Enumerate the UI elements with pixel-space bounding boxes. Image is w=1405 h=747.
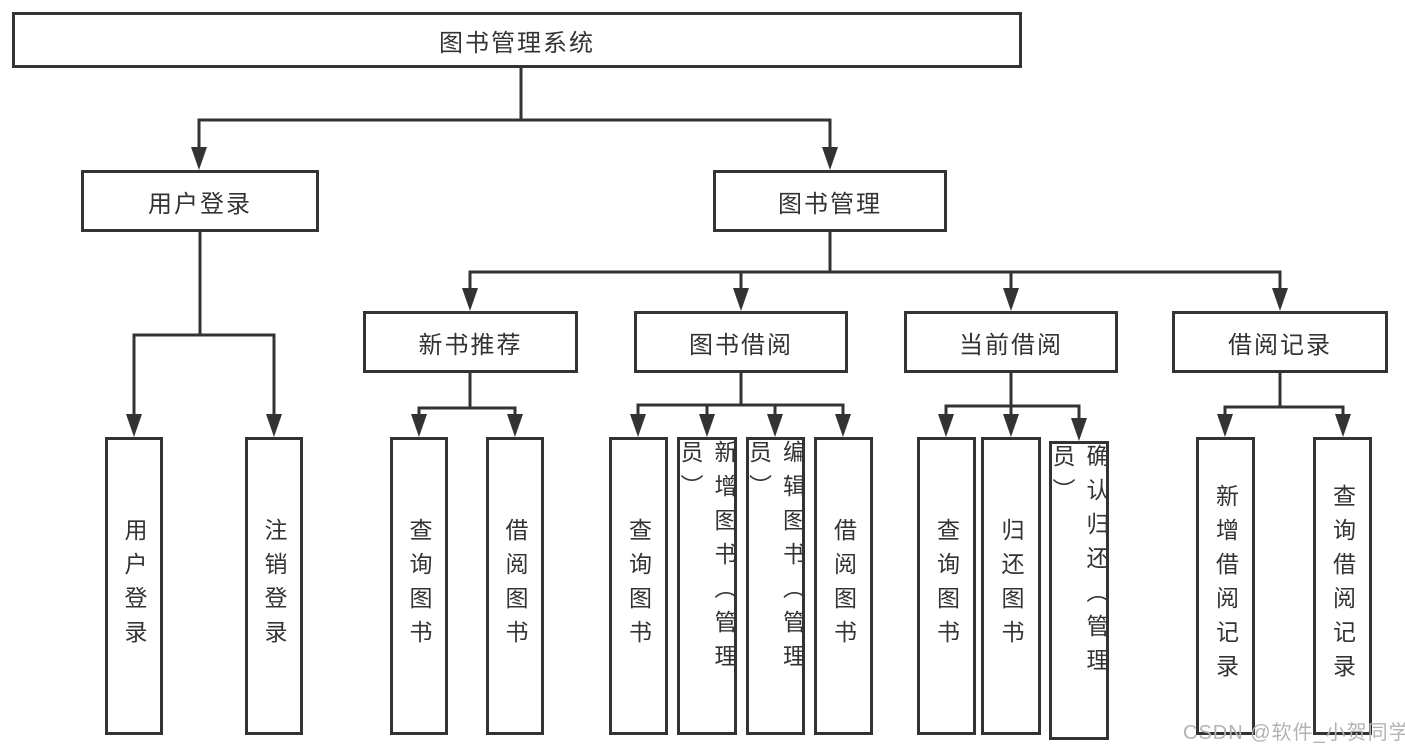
connector-level2-bar bbox=[197, 118, 832, 150]
node-book-management: 图书管理 bbox=[713, 170, 947, 232]
leaf-borrow-books-1: 借阅图书 bbox=[486, 437, 544, 735]
leaf-add-book-admin: 新增图书（管理员） bbox=[677, 437, 737, 735]
node-borrow-records: 借阅记录 bbox=[1172, 311, 1388, 373]
connector-book-borrow-bar bbox=[636, 403, 845, 417]
leaf-edit-book-admin: 编辑图书（管理员） bbox=[746, 437, 805, 735]
leaf-query-borrow-record: 查询借阅记录 bbox=[1313, 437, 1372, 735]
connector-user-login-bar bbox=[132, 333, 276, 417]
watermark: CSDN @软件_小贺同学 bbox=[1183, 722, 1405, 744]
node-user-login: 用户登录 bbox=[81, 170, 319, 232]
node-book-borrow: 图书借阅 bbox=[634, 311, 848, 373]
leaf-query-books-2: 查询图书 bbox=[609, 437, 668, 735]
leaf-logout: 注销登录 bbox=[245, 437, 303, 735]
leaf-borrow-books-2: 借阅图书 bbox=[814, 437, 873, 735]
leaf-confirm-return-admin: 确认归还（管理员） bbox=[1049, 441, 1109, 740]
connector-modules-bar bbox=[468, 270, 1282, 292]
leaf-user-login: 用户登录 bbox=[105, 437, 163, 735]
connector-new-book-bar bbox=[417, 406, 517, 417]
node-new-book-recommend: 新书推荐 bbox=[363, 311, 578, 373]
leaf-query-books-3: 查询图书 bbox=[917, 437, 976, 735]
node-current-borrow: 当前借阅 bbox=[904, 311, 1118, 373]
leaf-return-book: 归还图书 bbox=[981, 437, 1041, 735]
leaf-add-borrow-record: 新增借阅记录 bbox=[1196, 437, 1255, 735]
arrow-heads bbox=[126, 147, 1351, 441]
connector-borrow-records-bar bbox=[1223, 405, 1345, 417]
node-root-system: 图书管理系统 bbox=[12, 12, 1022, 68]
leaf-query-books-1: 查询图书 bbox=[390, 437, 448, 735]
